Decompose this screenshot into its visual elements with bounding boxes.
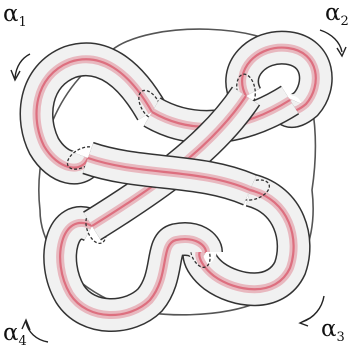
label-alpha-3: α3 <box>321 318 345 344</box>
rotation-arrow-icon <box>11 54 30 80</box>
label-alpha-2: α2 <box>325 2 349 28</box>
label-alpha-1: α1 <box>3 3 27 29</box>
label-alpha-4: α4 <box>3 322 27 348</box>
